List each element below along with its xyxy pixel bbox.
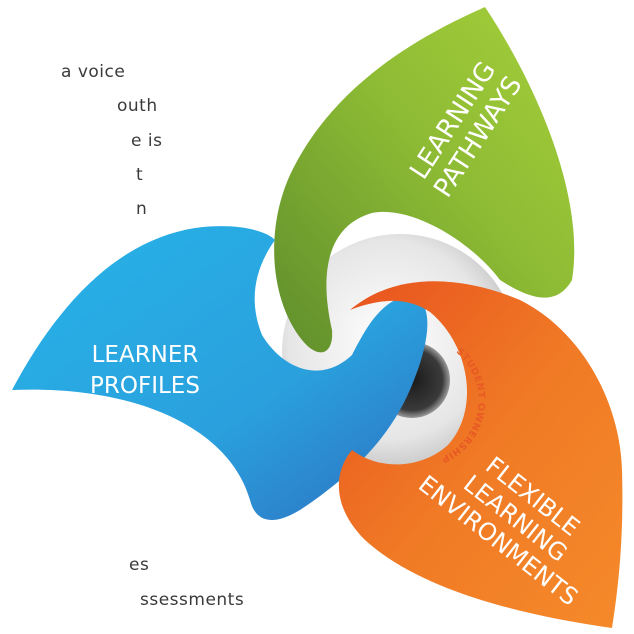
background-text-line: n [136,199,148,219]
background-text-line: e is [131,131,163,151]
background-text-line: ssessments [140,590,245,610]
petal-flexible-learning-environments [338,281,623,628]
petal-label: LEARNER [92,342,199,368]
background-text-line: t [136,165,144,185]
background-text-line: es [129,555,150,575]
background-text-line: outh [117,96,158,116]
background-text-line: a voice [61,62,126,82]
petal-learner-profiles [12,226,428,521]
petal-learning-pathways [274,7,575,353]
petal-label: PROFILES [90,373,200,399]
